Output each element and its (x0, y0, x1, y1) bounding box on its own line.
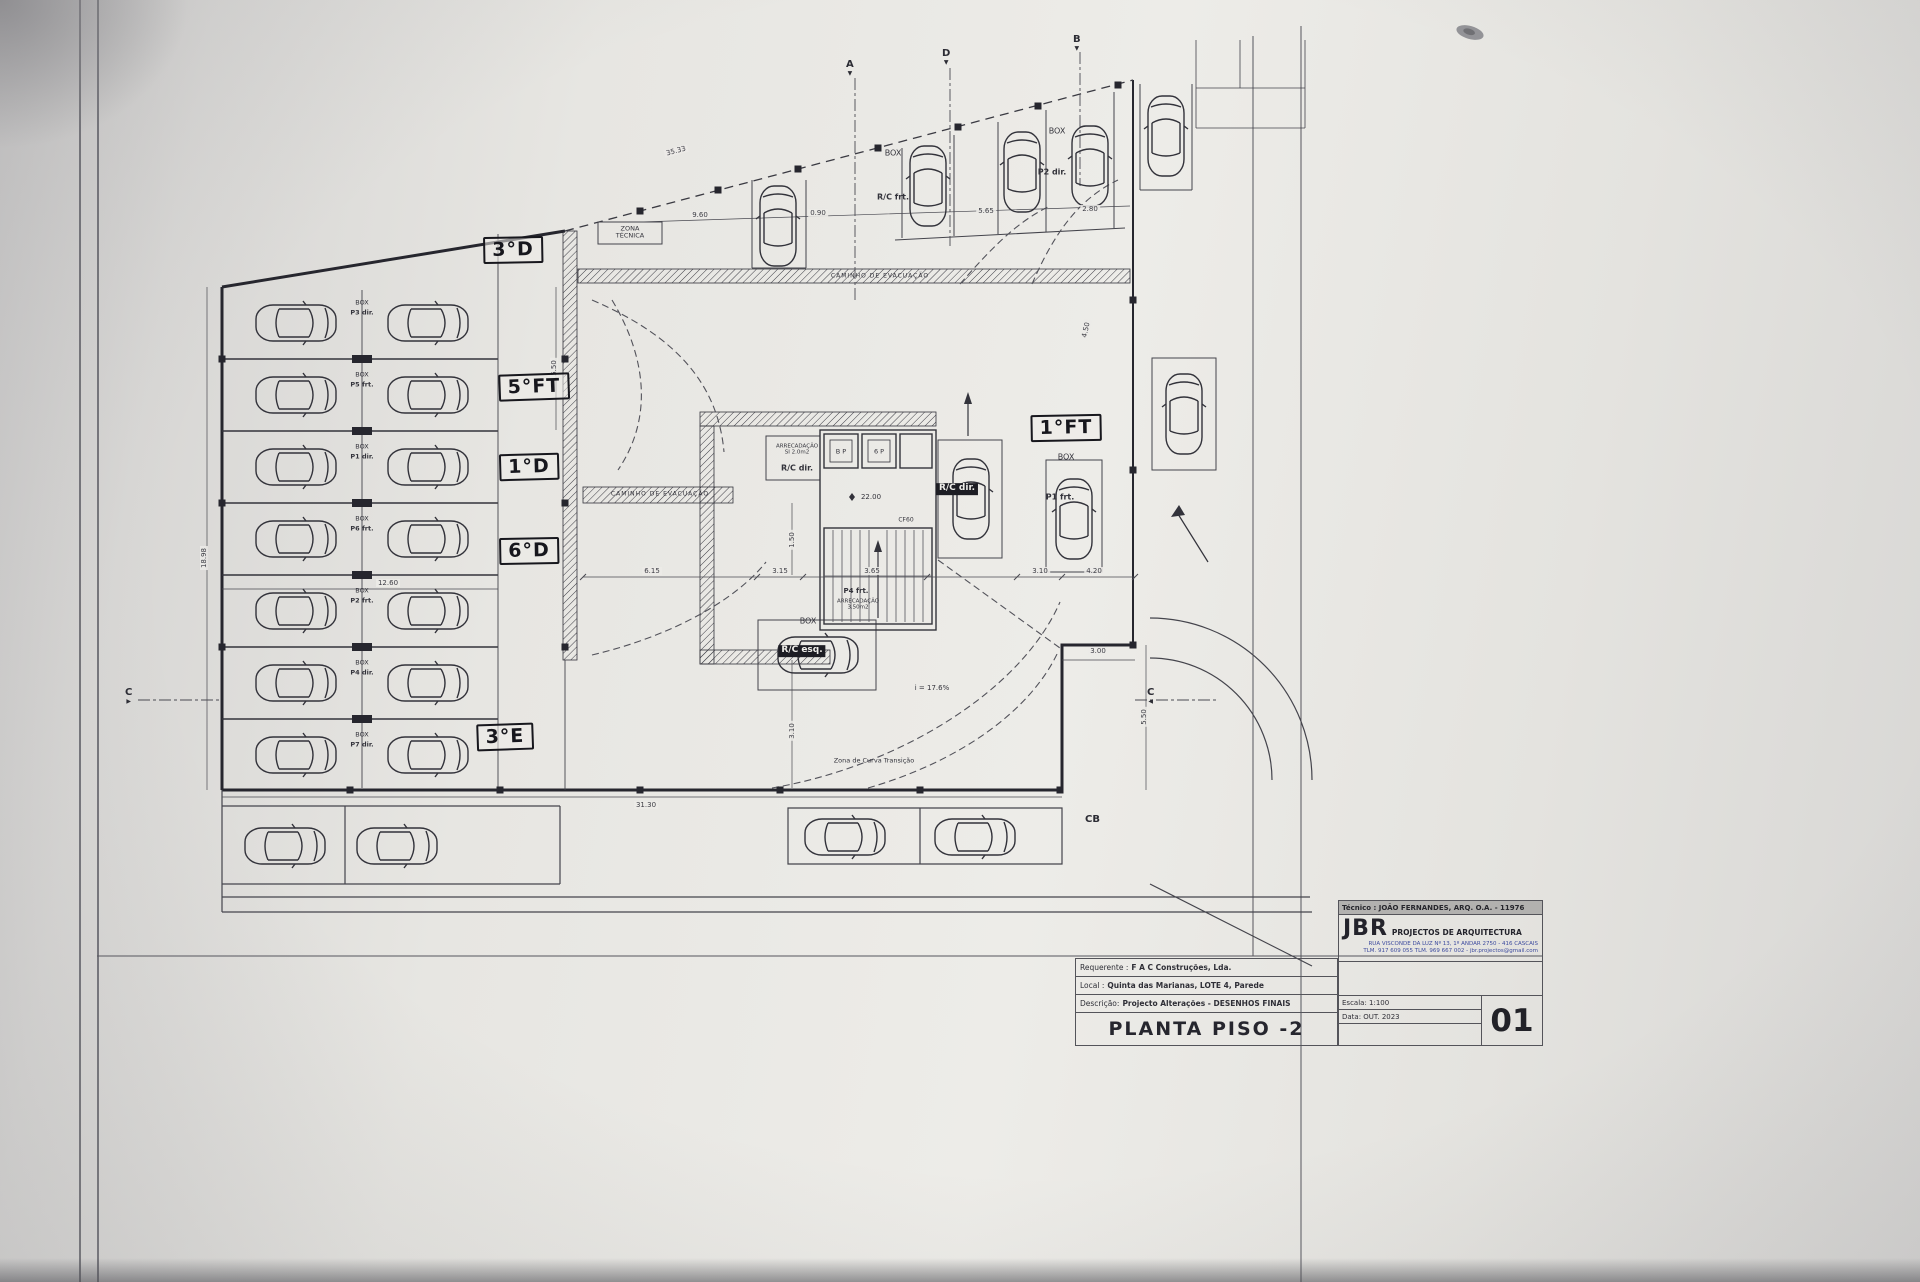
column-marker (496, 786, 504, 794)
car-icon (1161, 373, 1207, 455)
column-marker (1034, 102, 1042, 110)
car-icon (948, 458, 994, 540)
column-marker (636, 786, 644, 794)
technician-text: Técnico : JOÃO FERNANDES, ARQ. O.A. - 11… (1342, 903, 1525, 912)
column-marker (874, 144, 882, 152)
sheet-fold-line (97, 0, 99, 1282)
car-icon (387, 444, 469, 490)
car-icon (387, 516, 469, 562)
column-marker (561, 499, 569, 507)
column-marker (1129, 466, 1137, 474)
car-icon (387, 300, 469, 346)
requerente-row: Requerente : F A C Construções, Lda. (1076, 959, 1337, 977)
car-icon (999, 131, 1045, 213)
car-icon (255, 588, 337, 634)
descricao-label: Descrição: (1080, 999, 1120, 1008)
column-marker (1114, 81, 1122, 89)
firm-name: PROJECTOS DE ARQUITECTURA (1391, 928, 1522, 937)
column-marker (218, 499, 226, 507)
car-icon (934, 814, 1016, 860)
firm-address: RUA VISCONDE DA LUZ Nº 13, 1º ANDAR 2750… (1368, 941, 1538, 947)
column-marker (776, 786, 784, 794)
column-marker (561, 643, 569, 651)
title-block-spacer (1339, 962, 1542, 996)
car-icon (1067, 125, 1113, 207)
column-marker (218, 643, 226, 651)
car-icon (255, 660, 337, 706)
sheet-fold-line (79, 0, 81, 1282)
column-marker (794, 165, 802, 173)
firm-contact: TLM. 917 609 055 TLM. 969 667 002 - jbr.… (1363, 948, 1538, 955)
local-label: Local : (1080, 981, 1105, 990)
car-icon (905, 145, 951, 227)
title-block-main: Requerente : F A C Construções, Lda. Loc… (1075, 958, 1338, 1046)
firm-block: JBR PROJECTOS DE ARQUITECTURA RUA VISCON… (1338, 915, 1543, 962)
car-icon (356, 823, 438, 869)
local-value: Quinta das Marianas, LOTE 4, Parede (1107, 981, 1264, 990)
column-marker (1129, 641, 1137, 649)
requerente-value: F A C Construções, Lda. (1131, 963, 1232, 972)
column-marker (1129, 296, 1137, 304)
car-icon (387, 588, 469, 634)
car-icon (1051, 478, 1097, 560)
column-marker (346, 786, 354, 794)
title-block-right: Escala: 1:100 Data: OUT. 2023 01 (1338, 962, 1543, 1046)
car-icon (804, 814, 886, 860)
local-row: Local : Quinta das Marianas, LOTE 4, Par… (1076, 977, 1337, 995)
date-cell: Data: OUT. 2023 (1339, 1010, 1481, 1024)
column-marker (561, 355, 569, 363)
car-icon (255, 300, 337, 346)
descricao-value: Projecto Alterações - DESENHOS FINAIS (1122, 999, 1291, 1008)
column-marker (1056, 786, 1064, 794)
technician-band: Técnico : JOÃO FERNANDES, ARQ. O.A. - 11… (1338, 900, 1543, 915)
drawing-title: PLANTA PISO -2 (1108, 1018, 1305, 1040)
column-marker (954, 123, 962, 131)
car-icon (255, 444, 337, 490)
column-marker (218, 355, 226, 363)
car-icon (255, 516, 337, 562)
column-marker (916, 786, 924, 794)
car-icon (755, 185, 801, 267)
requerente-label: Requerente : (1080, 963, 1129, 972)
car-icon (255, 372, 337, 418)
column-marker (714, 186, 722, 194)
car-icon (255, 732, 337, 778)
car-icon (387, 732, 469, 778)
firm-logo: JBR (1343, 916, 1388, 941)
column-marker (636, 207, 644, 215)
descricao-row: Descrição: Projecto Alterações - DESENHO… (1076, 995, 1337, 1013)
sheet-number: 01 (1481, 996, 1542, 1045)
car-icon (387, 660, 469, 706)
car-icon (244, 823, 326, 869)
scale-cell: Escala: 1:100 (1339, 996, 1481, 1010)
car-icon (1143, 95, 1189, 177)
car-icon (387, 372, 469, 418)
